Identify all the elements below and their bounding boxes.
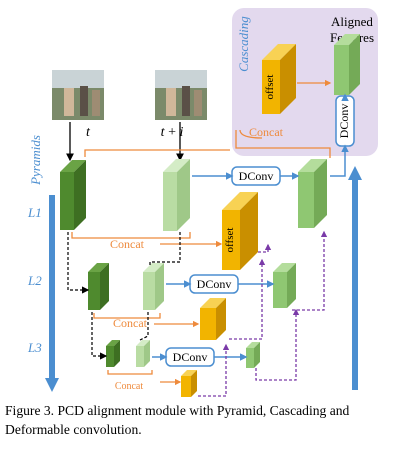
figure-caption: Figure 3. PCD alignment module with Pyra… (5, 403, 350, 437)
pyramid-up-arrowhead (348, 166, 362, 180)
l1-feature-t (60, 160, 86, 230)
pcd-diagram: Cascading Aligned Features Pyramids L1 L… (27, 8, 378, 397)
orange-concat-paths (71, 79, 332, 386)
cascade-aligned-feature (334, 34, 360, 95)
cascade-offset-box: offset (262, 44, 296, 114)
dconv-l1-label: DConv (239, 169, 274, 183)
l2-offset-box (200, 298, 226, 340)
l1-offset-box: offset (222, 192, 258, 270)
l1-aligned-feature (298, 159, 327, 228)
pyramids-label: Pyramids (28, 135, 43, 186)
dconv-box-cascade: DConv (335, 95, 355, 147)
downsample-arrows (67, 232, 181, 360)
concat-label-l1: Concat (110, 237, 145, 251)
l1-offset-label: offset (224, 228, 236, 253)
dconv-cascade-label: DConv (337, 104, 351, 139)
l2-aligned-feature (273, 263, 296, 308)
blue-flow-arrows (152, 93, 349, 361)
dconv-l2-label: DConv (197, 277, 232, 291)
pyramid-down-arrowhead (45, 378, 59, 392)
dconv-l3-label: DConv (173, 350, 208, 364)
frame-label-t: t (86, 125, 91, 140)
upsample-arrows (198, 230, 328, 397)
dconv-box-l3: DConv (165, 347, 215, 367)
l3-aligned-feature (246, 342, 260, 368)
concat-label-l3: Concat (115, 381, 144, 392)
concat-label-l2: Concat (113, 316, 148, 330)
level-l1-label: L1 (27, 205, 42, 220)
l3-feature-t (106, 340, 120, 367)
frame-label-t-plus-i: t + i (161, 125, 184, 140)
dconv-box-l1: DConv (231, 166, 281, 186)
frame-image-t (52, 70, 104, 120)
level-l2-label: L2 (27, 273, 42, 288)
dconv-box-l2: DConv (189, 274, 239, 294)
cascade-offset-label: offset (264, 75, 276, 100)
l3-offset-box (181, 370, 197, 397)
level-l3-label: L3 (27, 340, 42, 355)
cascading-label: Cascading (236, 16, 251, 72)
l3-feature-t-plus-i (136, 340, 150, 367)
frame-image-t-plus-i (155, 70, 207, 120)
l2-feature-t (88, 263, 109, 310)
concat-label-cascade: Concat (249, 125, 284, 139)
l2-feature-t-plus-i (143, 263, 164, 310)
l1-feature-t-plus-i (163, 159, 190, 231)
aligned-features-label-1: Aligned (331, 14, 373, 29)
